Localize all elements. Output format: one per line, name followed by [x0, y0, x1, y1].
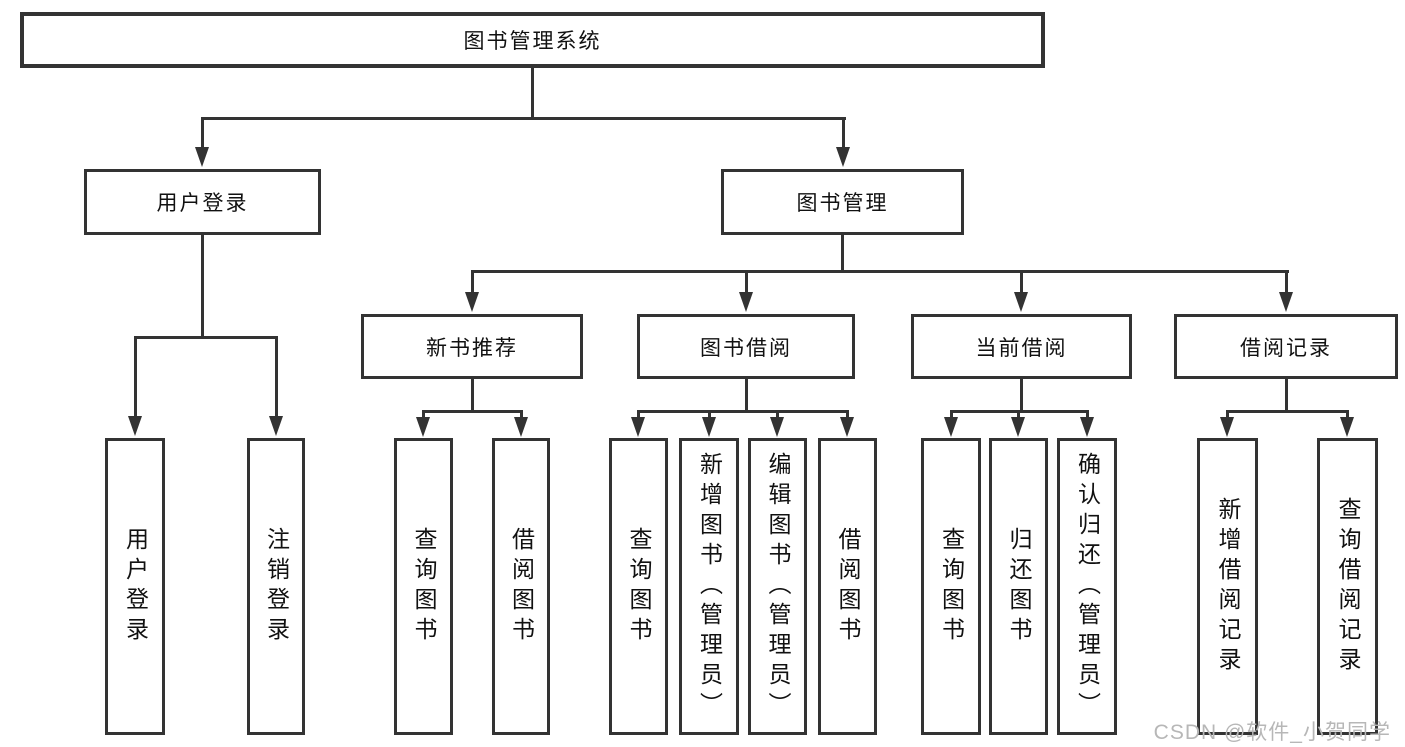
arrowhead-down — [1340, 417, 1354, 437]
connector-borrowing-drop-3 — [776, 410, 779, 418]
connector-mgmt-stem — [841, 235, 844, 270]
leaf-return-books: 归还图书 — [989, 438, 1048, 735]
arrowhead-down — [416, 417, 430, 437]
leaf-label: 编辑图书（管理员） — [765, 451, 791, 722]
arrowhead-down — [1080, 417, 1094, 437]
leaf-borrow-books-recommend: 借阅图书 — [492, 438, 550, 735]
arrowhead-down — [514, 417, 528, 437]
arrowhead-down — [128, 416, 142, 436]
connector-mgmt-drop-3 — [1020, 270, 1023, 293]
connector-recommend-drop-1 — [422, 410, 425, 418]
leaf-label: 借阅图书 — [835, 526, 861, 647]
connector-borrowing-stem — [745, 379, 748, 410]
connector-current-drop-2 — [1017, 410, 1020, 418]
node-label: 图书管理系统 — [463, 30, 602, 53]
connector-records-drop-2 — [1346, 410, 1349, 418]
arrowhead-down — [1279, 292, 1293, 312]
connector-records-drop-1 — [1226, 410, 1229, 418]
leaf-add-books-admin: 新增图书（管理员） — [679, 438, 739, 735]
arrowhead-down — [770, 417, 784, 437]
leaf-label: 新增借阅记录 — [1215, 496, 1241, 677]
leaf-label: 查询图书 — [938, 526, 965, 647]
node-label: 图书借阅 — [700, 336, 792, 360]
connector-current-drop-1 — [950, 410, 953, 418]
connector-login-drop-1 — [134, 336, 137, 416]
arrowhead-down — [702, 417, 716, 437]
connector-login-bar — [134, 336, 278, 339]
leaf-borrow-books: 借阅图书 — [818, 438, 877, 735]
connector-current-drop-3 — [1086, 410, 1089, 418]
arrowhead-down — [269, 416, 283, 436]
arrowhead-down — [1220, 417, 1234, 437]
connector-mgmt-drop-1 — [471, 270, 474, 293]
connector-records-stem — [1285, 379, 1288, 410]
node-current-borrowing: 当前借阅 — [911, 314, 1132, 379]
connector-borrowing-drop-4 — [846, 410, 849, 418]
arrowhead-down — [631, 417, 645, 437]
arrowhead-down — [465, 292, 479, 312]
connector-records-bar — [1226, 410, 1349, 413]
leaf-label: 查询图书 — [411, 526, 437, 647]
connector-borrowing-bar — [637, 410, 848, 413]
connector-mgmt-drop-4 — [1285, 270, 1288, 293]
connector-current-stem — [1020, 379, 1023, 410]
arrowhead-down — [1011, 417, 1025, 437]
csdn-watermark: CSDN @软件_小贺同学 — [1153, 721, 1391, 744]
leaf-query-books-recommend: 查询图书 — [394, 438, 453, 735]
connector-recommend-drop-2 — [520, 410, 523, 418]
connector-root-drop-right — [842, 117, 845, 148]
connector-mgmt-bar — [471, 270, 1289, 273]
leaf-label: 归还图书 — [1006, 526, 1032, 647]
arrowhead-down — [944, 417, 958, 437]
leaf-user-login: 用户登录 — [105, 438, 165, 735]
leaf-label: 借阅图书 — [508, 526, 535, 647]
node-label: 用户登录 — [156, 192, 249, 215]
connector-recommend-stem — [471, 379, 474, 410]
connector-root-bar — [201, 117, 846, 120]
node-borrow-records: 借阅记录 — [1174, 314, 1398, 379]
arrowhead-down — [840, 417, 854, 437]
leaf-query-borrow-record: 查询借阅记录 — [1317, 438, 1378, 735]
node-book-borrowing: 图书借阅 — [637, 314, 855, 379]
arrowhead-down — [1014, 292, 1028, 312]
leaf-confirm-return-admin: 确认归还（管理员） — [1057, 438, 1117, 735]
connector-root-drop-left — [201, 117, 204, 148]
leaf-logout: 注销登录 — [247, 438, 305, 735]
connector-mgmt-drop-2 — [745, 270, 748, 293]
connector-recommend-bar — [422, 410, 523, 413]
leaf-label: 查询借阅记录 — [1335, 496, 1361, 677]
node-label: 图书管理 — [796, 192, 889, 215]
arrowhead-down — [739, 292, 753, 312]
arrowhead-down — [195, 147, 209, 167]
leaf-add-borrow-record: 新增借阅记录 — [1197, 438, 1258, 735]
node-label: 当前借阅 — [975, 336, 1068, 360]
leaf-label: 新增图书（管理员） — [696, 451, 723, 722]
connector-root-stem — [531, 68, 534, 117]
node-new-book-recommend: 新书推荐 — [361, 314, 583, 379]
connector-login-stem — [201, 235, 204, 336]
connector-borrowing-drop-1 — [637, 410, 640, 418]
leaf-label: 查询图书 — [626, 526, 652, 647]
leaf-query-books-borrowing: 查询图书 — [609, 438, 668, 735]
leaf-label: 用户登录 — [122, 526, 149, 647]
leaf-query-books-current: 查询图书 — [921, 438, 981, 735]
node-label: 新书推荐 — [426, 336, 518, 360]
leaf-edit-books-admin: 编辑图书（管理员） — [748, 438, 807, 735]
connector-borrowing-drop-2 — [708, 410, 711, 418]
node-book-management: 图书管理 — [721, 169, 964, 235]
node-user-login: 用户登录 — [84, 169, 321, 235]
node-label: 借阅记录 — [1240, 336, 1332, 360]
arrowhead-down — [836, 147, 850, 167]
leaf-label: 注销登录 — [263, 526, 290, 647]
connector-login-drop-2 — [275, 336, 278, 416]
node-library-management-system: 图书管理系统 — [20, 12, 1045, 68]
leaf-label: 确认归还（管理员） — [1074, 451, 1101, 722]
